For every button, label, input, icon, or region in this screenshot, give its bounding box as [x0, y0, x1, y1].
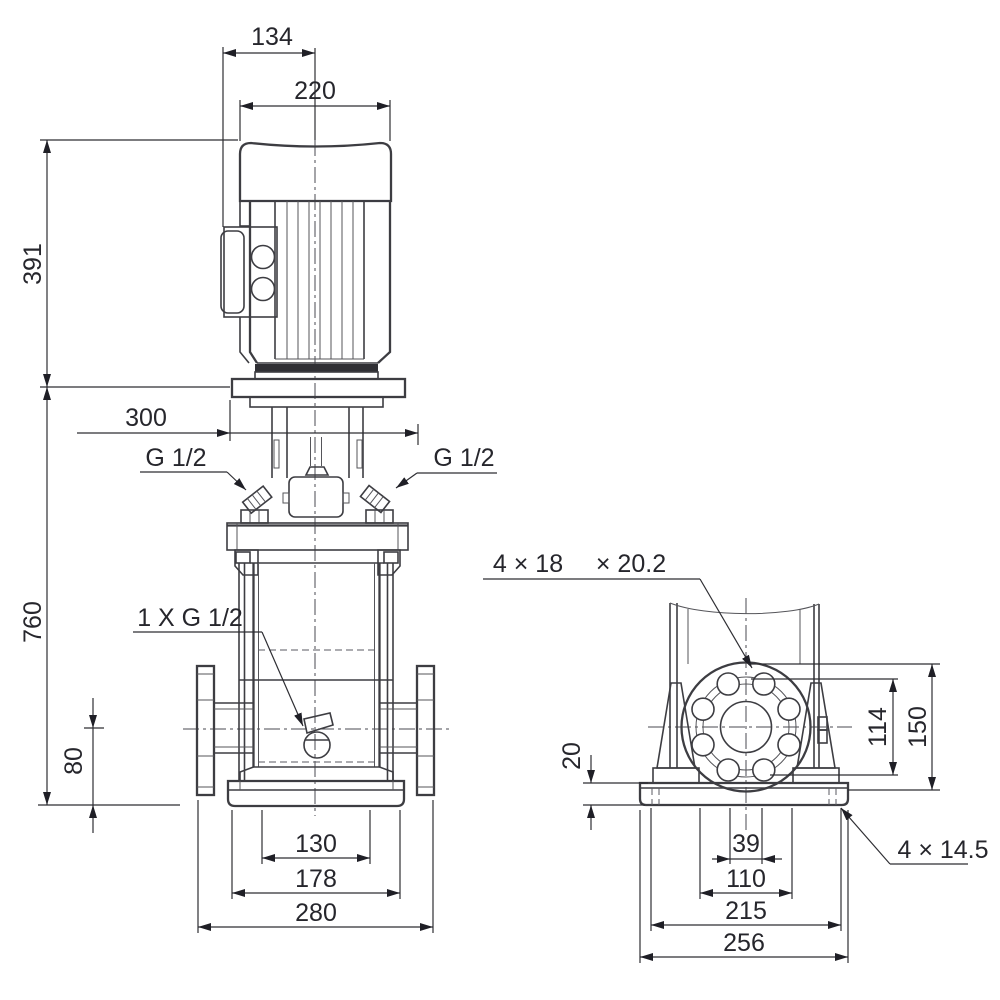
terminal-box	[223, 226, 278, 318]
priming-plug-right	[359, 484, 391, 514]
dim-114-label: 114	[864, 707, 892, 747]
priming-plug-left	[241, 484, 273, 515]
dim-80-label: 80	[60, 747, 88, 775]
head-foot-right	[377, 549, 401, 576]
dim-150-label: 150	[904, 706, 932, 748]
bolt-hole	[716, 758, 741, 782]
bolt-hole	[716, 672, 741, 696]
bolt-hole	[751, 672, 776, 696]
guard-latch	[282, 492, 290, 504]
chamber-stack	[238, 563, 394, 781]
base-plate-side	[638, 781, 850, 807]
staybolt-nut-right	[383, 551, 399, 564]
motor-stool-legs	[271, 407, 364, 478]
dim-134-label: 134	[251, 23, 293, 51]
guard-latch	[342, 492, 350, 504]
dim-760-label: 760	[19, 601, 47, 643]
break-line	[669, 602, 820, 615]
bolt-hole	[751, 758, 776, 782]
port-right-label: G 1/2	[433, 444, 494, 472]
discharge-flange	[379, 664, 436, 797]
motor-fan-cover	[238, 141, 393, 203]
dim-256-label: 256	[723, 929, 765, 957]
staybolt-nut-left	[235, 551, 251, 564]
dim-130-label: 130	[295, 830, 337, 858]
front-view: 134 220 391 760 300 G 1/2 G 1/2	[19, 23, 497, 933]
head-foot-left	[234, 549, 259, 576]
side-boss	[817, 729, 828, 744]
pump-head-flange	[226, 522, 409, 551]
drain-label: 1 X G 1/2	[137, 604, 243, 632]
conduit-plate	[220, 230, 245, 314]
coupling-sight	[304, 466, 330, 476]
cable-gland-hole	[250, 244, 276, 270]
dim-215-label: 215	[725, 897, 767, 925]
drain-plug	[303, 712, 334, 759]
bolt-hole	[691, 732, 715, 757]
side-dimensions: 4 × 18 × 20.2 114 150 20 39	[483, 550, 989, 963]
dim-280-label: 280	[295, 899, 337, 927]
dim-220-label: 220	[294, 77, 336, 105]
dim-20-label: 20	[558, 742, 586, 770]
motor-fins	[275, 201, 364, 360]
bolt-hole	[691, 697, 715, 722]
motor-body-right	[377, 201, 392, 364]
dim-300-label: 300	[125, 404, 167, 432]
dim-110-label: 110	[726, 865, 766, 893]
motor-stool-lip	[249, 396, 384, 408]
dim-39-label: 39	[732, 830, 760, 858]
suction-flange	[195, 664, 254, 797]
bolt-hole	[777, 697, 801, 722]
port-left-label: G 1/2	[145, 444, 206, 472]
flange-holes-label-2: × 20.2	[596, 550, 666, 578]
dim-178-label: 178	[295, 865, 337, 893]
cable-gland-hole	[250, 276, 276, 302]
motor-flange-band	[255, 364, 378, 372]
flange-holes-label: 4 × 18	[493, 550, 563, 578]
side-view: 4 × 18 × 20.2 114 150 20 39	[483, 550, 989, 963]
bolt-hole	[777, 732, 801, 757]
front-dimensions: 134 220 391 760 300 G 1/2 G 1/2	[19, 23, 497, 933]
dim-391-label: 391	[19, 243, 47, 285]
base-holes-label: 4 × 14.5	[897, 836, 988, 864]
terminal-box-step	[239, 317, 250, 364]
port-flange-circle	[680, 661, 812, 793]
base-pedestal	[226, 779, 406, 808]
motor-body-left	[248, 201, 258, 364]
